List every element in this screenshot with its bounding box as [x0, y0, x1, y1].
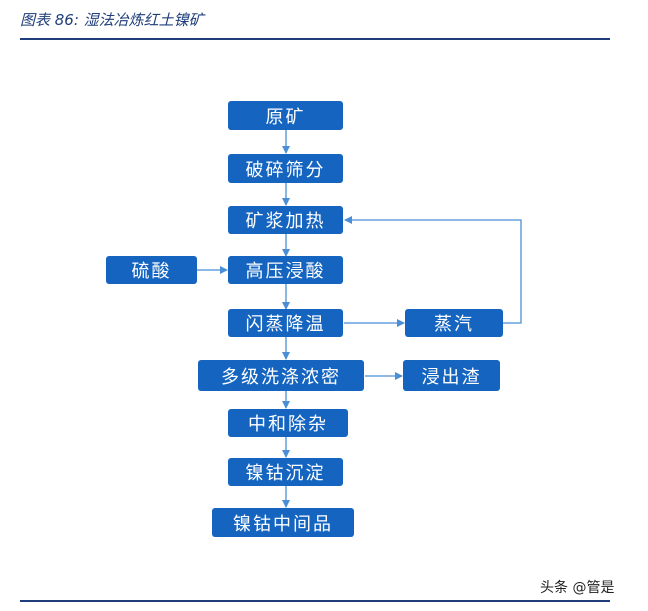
box-crushing-screening: 破碎筛分 [228, 154, 343, 183]
watermark: 头条 @管是 [540, 580, 615, 596]
box-neutralization: 中和除杂 [228, 409, 348, 437]
box-ni-co-intermediate: 镍钴中间品 [212, 508, 354, 537]
arrow-steam-recycle-to-slurry [344, 216, 522, 324]
top-rule [20, 38, 610, 40]
box-leach-residue: 浸出渣 [403, 360, 500, 391]
box-flash-cooling: 闪蒸降温 [228, 309, 343, 337]
box-slurry-heating: 矿浆加热 [228, 206, 343, 234]
box-ni-co-precipitation: 镍钴沉淀 [228, 458, 343, 486]
box-ore: 原矿 [228, 101, 343, 130]
box-sulfuric-acid: 硫酸 [106, 256, 197, 284]
figure-title: 图表 86: 湿法冶炼红土镍矿 [20, 11, 204, 29]
box-steam: 蒸汽 [405, 309, 503, 337]
box-ccd-washing: 多级洗涤浓密 [198, 360, 364, 391]
bottom-rule [20, 600, 610, 602]
box-hpal: 高压浸酸 [228, 256, 343, 284]
